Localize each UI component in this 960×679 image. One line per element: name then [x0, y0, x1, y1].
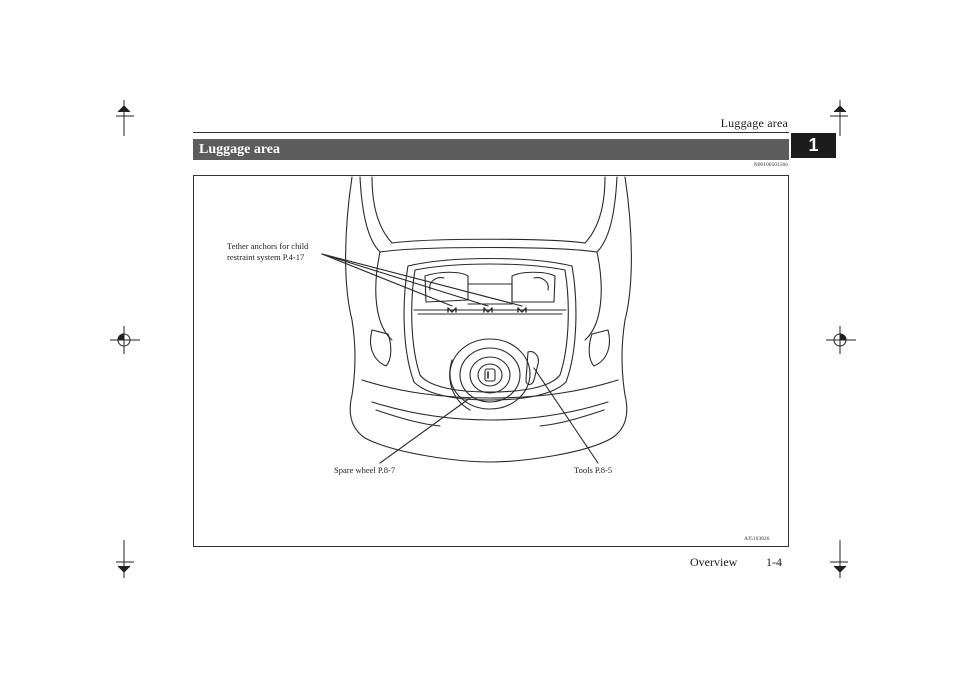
figure-code: AJ5103826 [744, 536, 770, 542]
section-title: Luggage area [199, 141, 281, 157]
running-header-title: Luggage area [720, 116, 788, 130]
reference-code: N00100501566 [753, 162, 788, 168]
tether-anchors-callout-line2: restraint system P.4-17 [227, 252, 305, 262]
footer-section-name: Overview [690, 555, 738, 569]
footer-page-number: 1-4 [766, 555, 782, 569]
chapter-tab: 1 [791, 133, 836, 158]
section-title-bar: Luggage area [193, 139, 789, 160]
tether-anchors-callout-line1: Tether anchors for child [227, 241, 309, 251]
spare-wheel-callout: Spare wheel P.8-7 [334, 465, 396, 475]
figure-frame [193, 175, 789, 547]
header-rule [193, 132, 789, 133]
tether-anchors-callout: Tether anchors for child restraint syste… [227, 241, 308, 263]
tools-callout: Tools P.8-5 [574, 465, 613, 475]
